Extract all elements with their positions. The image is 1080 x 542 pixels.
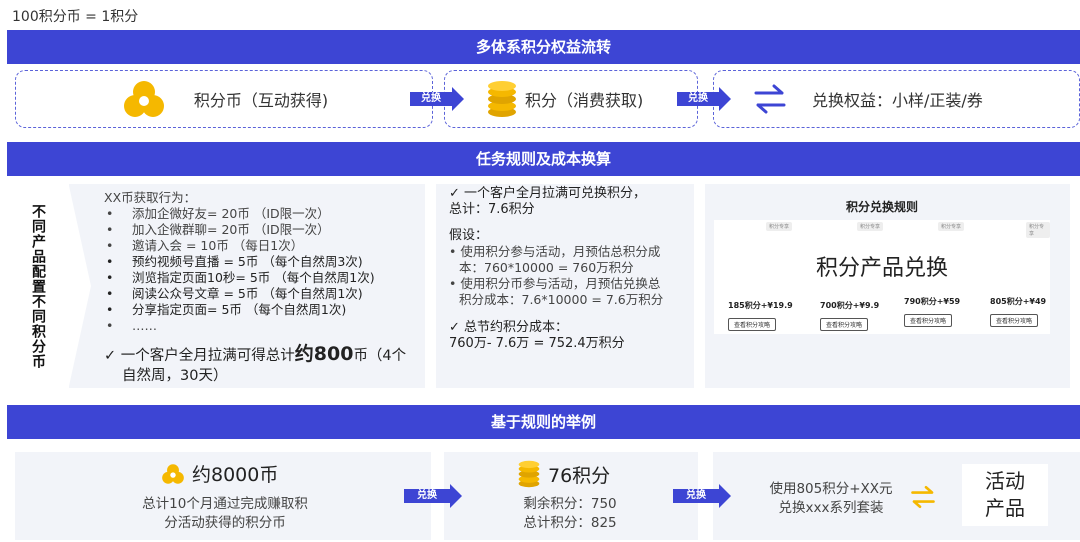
- side-label: 不同产品配置不同积分币: [7, 184, 69, 388]
- section-header-rules: 任务规则及成本换算: [7, 142, 1080, 176]
- swap-arrows-icon: [754, 84, 786, 114]
- calc-bullet1b: 本：760*10000 = 760万积分: [459, 260, 634, 275]
- card-guide-button[interactable]: 查看积分攻略: [728, 318, 777, 331]
- list-item: •阅读公众号文章 = 5币 （每个自然周1次): [106, 286, 363, 301]
- list-item: •邀请入会 = 10币 （每日1次）: [106, 238, 304, 253]
- list-item: •浏览指定页面10秒= 5币 （每个自然周1次): [106, 270, 375, 285]
- calc-bullet1a: • 使用积分参与活动，月预估总积分成: [449, 244, 661, 259]
- example-points-desc: 剩余积分：750 总计积分：825: [523, 496, 617, 531]
- section-header-example: 基于规则的举例: [7, 405, 1080, 439]
- example-coins-title: 约8000币: [160, 460, 278, 487]
- example-arrow-label: 兑换: [673, 489, 719, 503]
- calc-assume: 假设：: [449, 228, 489, 243]
- flow-box-exchange-label: 兑换权益：小样/正装/券: [812, 91, 983, 110]
- card-price: 185积分+¥19.9: [728, 301, 793, 310]
- flow-box-coin: 积分币（互动获得): [15, 70, 433, 128]
- list-item: •添加企微好友= 20币 （ID限一次）: [106, 206, 330, 221]
- flow-box-points: 积分（消费获取): [444, 70, 698, 128]
- flow-arrow-label: 兑换: [410, 92, 452, 106]
- side-label-text: 不同产品配置不同积分币: [30, 203, 46, 369]
- flow-arrow-2: 兑换: [677, 87, 731, 111]
- coin-stack-icon: [488, 81, 516, 117]
- activity-product-box: 活动 产品: [962, 464, 1048, 526]
- flow-box-exchange: 兑换权益：小样/正装/券: [713, 70, 1080, 128]
- card-price: 700积分+¥9.9: [820, 301, 880, 310]
- card-guide-button[interactable]: 查看积分攻略: [904, 314, 953, 327]
- rules-heading: XX币获取行为：: [104, 190, 197, 205]
- calc-panel: [436, 184, 694, 388]
- flow-box-coin-label: 积分币（互动获得): [193, 91, 329, 110]
- example-arrow-2: 兑换: [673, 484, 731, 508]
- card-tag: 积分专享: [857, 222, 884, 231]
- coin-stack-icon: [518, 460, 540, 488]
- section-header-flow: 多体系积分权益流转: [7, 30, 1080, 64]
- calc-bullet2b: 积分成本：7.6*10000 = 7.6万积分: [459, 292, 664, 307]
- list-item: •……: [106, 318, 157, 333]
- calc-line2: 总计：7.6积分: [449, 202, 535, 217]
- card-tag: 积分专享: [766, 222, 793, 231]
- swap-arrows-icon: [911, 485, 935, 509]
- flow-arrow-label: 兑换: [677, 92, 719, 106]
- card-title: 积分兑换规则: [845, 200, 918, 214]
- example-coins: [15, 452, 431, 540]
- card-tag: 积分专享: [938, 222, 965, 231]
- flow-box-points-label: 积分（消费获取): [525, 91, 644, 110]
- flow-arrow-1: 兑换: [410, 87, 464, 111]
- example-exchange-desc: 使用805积分+XX元 兑换xxx系列套装: [769, 481, 893, 516]
- calc-text: ✓ 一个客户全月拉满可兑换积分， 总计：7.6积分 假设： • 使用积分参与活动…: [449, 186, 685, 352]
- card-price: 805积分+¥49: [990, 297, 1047, 306]
- card-guide-button[interactable]: 查看积分攻略: [820, 318, 869, 331]
- calc-line1: ✓ 一个客户全月拉满可兑换积分，: [449, 186, 647, 201]
- card-big-title: 积分产品兑换: [815, 256, 948, 281]
- calc-total-label: ✓ 总节约积分成本：: [449, 320, 569, 335]
- calc-total-value: 760万- 7.6万 = 752.4万积分: [449, 336, 625, 351]
- example-coins-desc: 总计10个月通过完成赚取积 分活动获得的积分币: [142, 496, 308, 531]
- card-guide-button[interactable]: 查看积分攻略: [990, 314, 1039, 327]
- list-item: •加入企微群聊= 20币 （ID限一次）: [106, 222, 330, 237]
- card-tag: 积分专享: [1026, 222, 1050, 238]
- coin-circles-icon: [123, 81, 164, 117]
- chevron-shape: [69, 186, 91, 386]
- coin-circles-icon: [162, 463, 184, 484]
- rules-summary: ✓ 一个客户全月拉满可得总计约800币（4个 自然周，30天）: [104, 343, 407, 384]
- calc-bullet2a: • 使用积分币参与活动，月预估兑换总: [449, 276, 661, 291]
- list-item: •预约视频号直播 = 5币 （每个自然周3次): [106, 254, 363, 269]
- example-arrow-label: 兑换: [404, 489, 450, 503]
- conversion-note: 100积分币 = 1积分: [12, 9, 139, 25]
- list-item: •分享指定页面= 5币 （每个自然周1次): [106, 302, 347, 317]
- rules-list: XX币获取行为： •添加企微好友= 20币 （ID限一次） •加入企微群聊= 2…: [104, 190, 406, 386]
- example-arrow-1: 兑换: [404, 484, 462, 508]
- example-points: [444, 452, 698, 540]
- card-price: 790积分+¥59: [904, 297, 961, 306]
- exchange-rule-card: 积分兑换规则 积分产品兑换 积分专享 积分专享 积分专享 积分专享 185积分+…: [714, 198, 1050, 334]
- example-points-title: 76积分: [516, 460, 610, 488]
